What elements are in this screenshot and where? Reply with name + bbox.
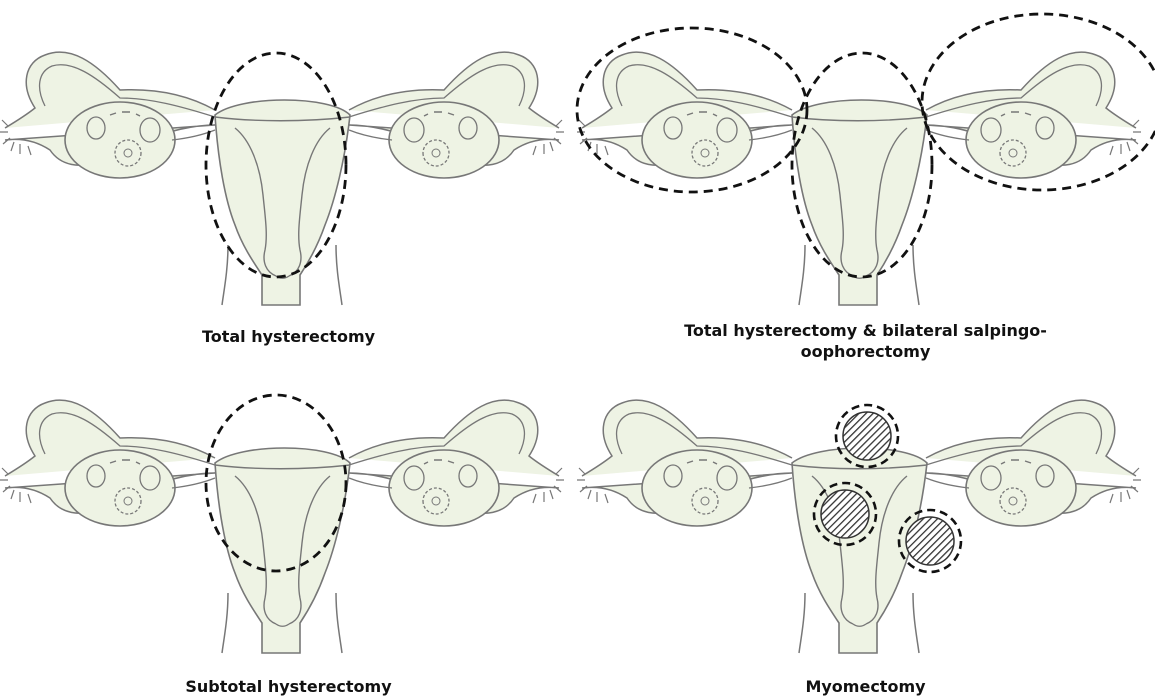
caption: Myomectomy [577, 676, 1154, 697]
caption-line: Total hysterectomy [0, 326, 577, 347]
panel-total-hysterectomy: Total hysterectomy [0, 0, 577, 348]
uterus-diagram [577, 0, 1154, 310]
panel-total-hysterectomy-bso: Total hysterectomy & bilateral salpingo-… [577, 0, 1154, 348]
uterus-diagram [577, 348, 1154, 658]
panel-myomectomy: Myomectomy [577, 348, 1154, 696]
uterus-illustration [577, 52, 1141, 305]
uterus-illustration [0, 52, 564, 305]
caption-line: Subtotal hysterectomy [0, 676, 577, 697]
uterus-diagram [0, 0, 577, 310]
uterus-illustration [0, 400, 564, 653]
panel-subtotal-hysterectomy: Subtotal hysterectomy [0, 348, 577, 696]
caption-line: Total hysterectomy & bilateral salpingo- [577, 320, 1154, 341]
caption: Subtotal hysterectomy [0, 676, 577, 697]
caption: Total hysterectomy [0, 326, 577, 347]
caption-line: Myomectomy [577, 676, 1154, 697]
uterus-diagram [0, 348, 577, 658]
fibroid [899, 510, 961, 572]
